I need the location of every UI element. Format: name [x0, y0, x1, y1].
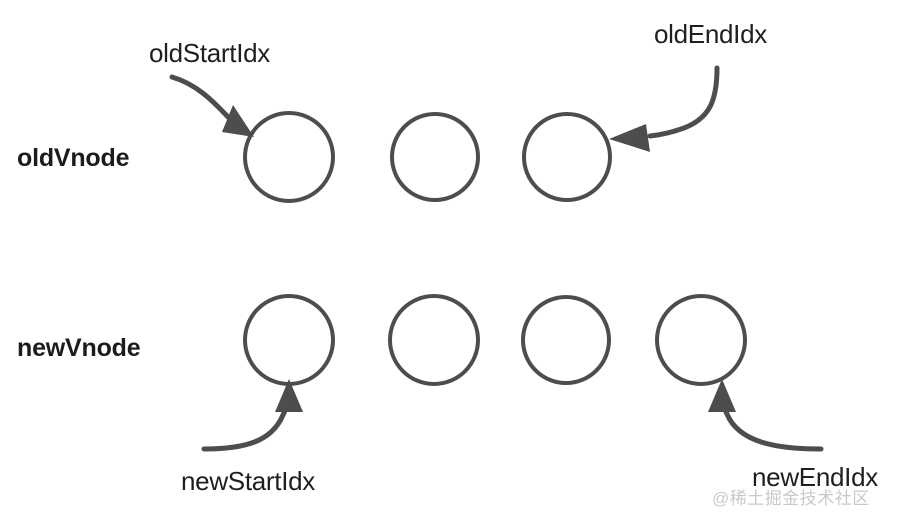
- old-vnode-node-1[interactable]: [243, 111, 335, 203]
- new-vnode-node-4[interactable]: [655, 294, 747, 386]
- new-start-idx-arrow: [201, 379, 303, 452]
- old-vnode-node-group: [243, 111, 612, 203]
- pointer-label-old-start-idx: oldStartIdx: [149, 38, 270, 68]
- old-start-idx-arrow: [169, 74, 254, 137]
- new-end-idx-arrow: [708, 379, 824, 452]
- new-vnode-node-3[interactable]: [521, 295, 611, 385]
- pointer-label-new-end-idx: newEndIdx: [752, 462, 878, 492]
- old-start-idx-arrowhead: [222, 105, 254, 137]
- new-vnode-node-group: [243, 294, 747, 386]
- old-end-idx-arrow: [609, 65, 720, 152]
- new-start-idx-arrowhead: [275, 379, 303, 412]
- row-label-old-vnode: oldVnode: [17, 144, 130, 172]
- new-vnode-node-1[interactable]: [243, 294, 335, 386]
- new-vnode-node-2[interactable]: [388, 294, 480, 386]
- new-end-idx-arrowhead: [708, 379, 736, 412]
- old-end-idx-arrowhead: [609, 124, 650, 152]
- watermark-credit: @稀土掘金技术社区: [712, 489, 870, 508]
- pointer-label-new-start-idx: newStartIdx: [181, 466, 315, 496]
- old-vnode-node-2[interactable]: [390, 112, 480, 202]
- row-label-new-vnode: newVnode: [17, 334, 141, 362]
- old-vnode-node-3[interactable]: [522, 112, 612, 202]
- pointer-label-old-end-idx: oldEndIdx: [654, 19, 767, 49]
